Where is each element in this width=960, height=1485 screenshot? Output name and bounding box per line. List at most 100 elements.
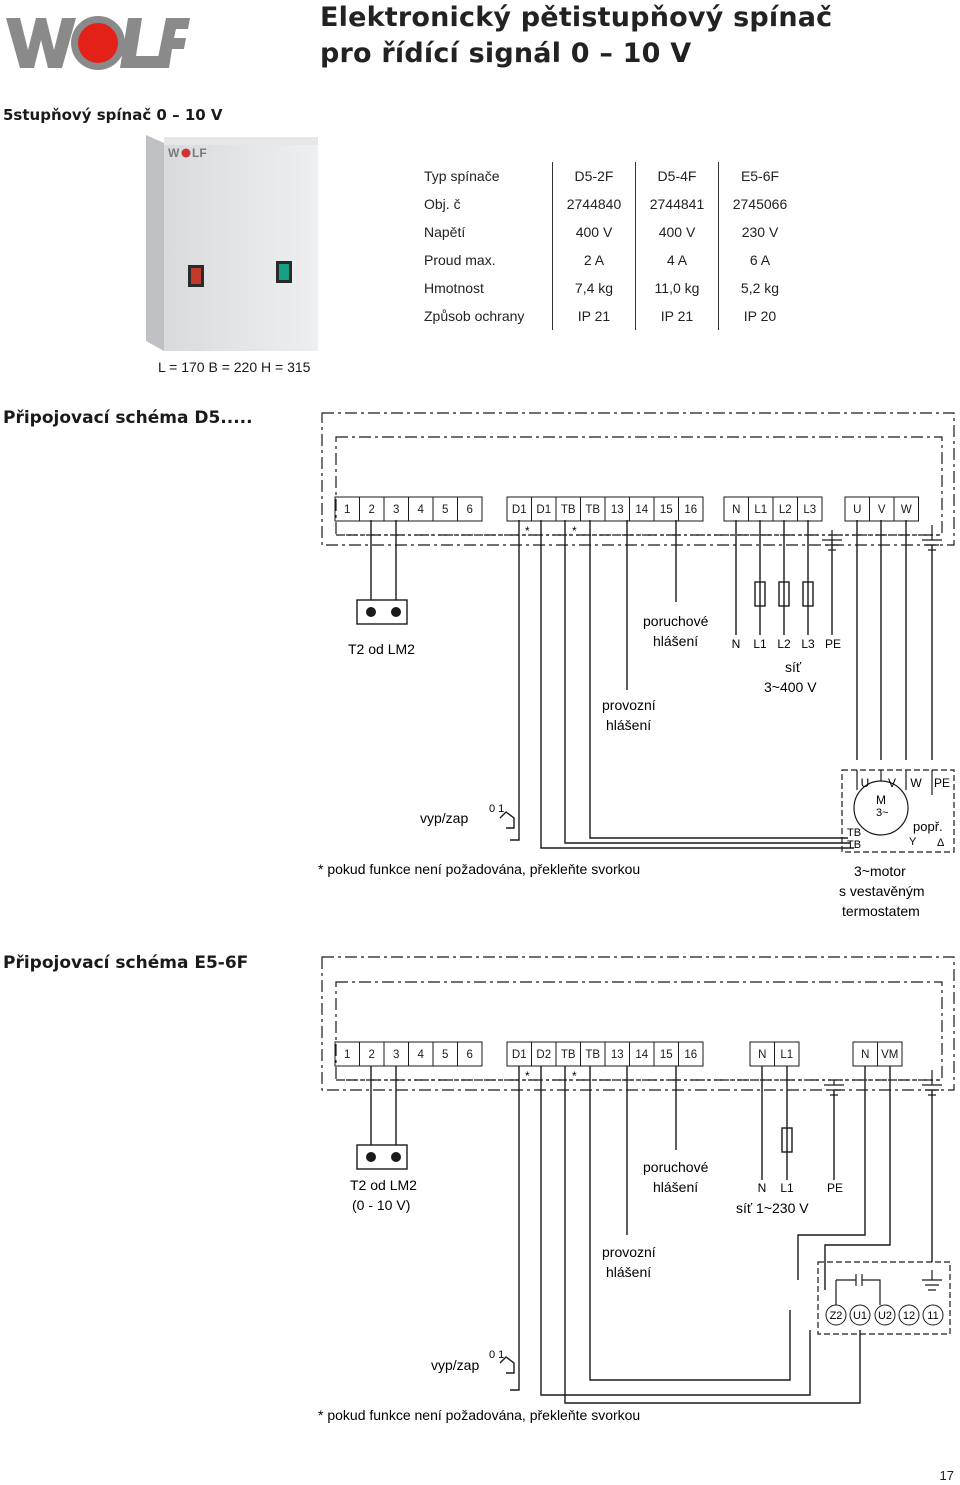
- d5-motor-delta: Δ: [937, 837, 945, 849]
- spec-value: IP 21: [635, 302, 719, 330]
- d5-motor-caption-2: s vestavěným: [839, 883, 925, 899]
- e5-terminal: 5: [442, 1049, 448, 1061]
- spec-value: IP 20: [718, 302, 801, 330]
- d5-terminal: D1: [512, 504, 527, 516]
- d5-note: * pokud funkce není požadována, překleňt…: [318, 861, 640, 877]
- d5-motor-caption-1: 3~motor: [854, 863, 906, 879]
- d5-motor-caption-3: termostatem: [842, 903, 920, 919]
- d5-mains-terminal: L2: [777, 637, 791, 651]
- spec-value: D5-4F: [635, 162, 719, 190]
- d5-star-1: *: [525, 524, 530, 538]
- spec-value: 2744840: [552, 190, 636, 218]
- e5-t2-label-1: T2 od LM2: [350, 1177, 417, 1193]
- e5-switch-pos: 0 1: [489, 1349, 504, 1361]
- page-number: 17: [939, 1468, 954, 1483]
- spec-label: Proud max.: [424, 252, 496, 268]
- e5-motor-terminal-ring: [898, 1304, 920, 1326]
- spec-value: 400 V: [635, 218, 719, 246]
- d5-motor-terminal: PE: [934, 776, 950, 790]
- spec-value: 230 V: [718, 218, 801, 246]
- e5-terminal: 3: [393, 1049, 399, 1061]
- spec-value: 400 V: [552, 218, 636, 246]
- e5-terminal: N: [861, 1049, 869, 1061]
- d5-terminal: 2: [369, 504, 375, 516]
- e5-motor-terminal: U2: [878, 1310, 892, 1322]
- e5-note: * pokud funkce není požadována, překleňt…: [318, 1407, 640, 1423]
- d5-fault-2: hlášení: [653, 633, 698, 649]
- e5-terminal: 13: [611, 1049, 624, 1061]
- spec-value: D5-2F: [552, 162, 636, 190]
- svg-text:W: W: [168, 146, 180, 160]
- spec-value: 2 A: [552, 246, 636, 274]
- d5-terminal: 1: [344, 504, 350, 516]
- e5-t2-label-2: (0 - 10 V): [352, 1197, 410, 1213]
- spec-label: Typ spínače: [424, 168, 500, 184]
- product-subtitle: 5stupňový spínač 0 – 10 V: [3, 106, 223, 124]
- schema-e5-heading: Připojovací schéma E5-6F: [3, 953, 249, 973]
- d5-terminal-box: [678, 496, 704, 522]
- spec-value: 4 A: [635, 246, 719, 274]
- e5-terminal: L1: [780, 1049, 793, 1061]
- spec-value: 11,0 kg: [635, 274, 719, 302]
- dimensions: L = 170 B = 220 H = 315: [158, 359, 311, 375]
- d5-motor-tb2: TB: [847, 839, 861, 851]
- e5-terminal: 15: [660, 1049, 673, 1061]
- e5-terminal: D1: [512, 1049, 527, 1061]
- spec-value: IP 21: [552, 302, 636, 330]
- d5-terminal: 15: [660, 504, 673, 516]
- product-photo: W LF: [146, 135, 318, 351]
- d5-terminal: N: [732, 504, 740, 516]
- d5-terminal: 3: [393, 504, 399, 516]
- d5-terminal: 16: [684, 504, 697, 516]
- spec-value: 7,4 kg: [552, 274, 636, 302]
- spec-label: Obj. č: [424, 196, 461, 212]
- title-line-2: pro řídící signál 0 – 10 V: [320, 38, 692, 69]
- d5-mains-terminal: L3: [801, 637, 815, 651]
- d5-mains-1: síť: [785, 659, 802, 675]
- e5-motor-terminal: 11: [927, 1310, 938, 1322]
- d5-motor-terminal: U: [861, 776, 870, 790]
- e5-terminal: TB: [585, 1049, 600, 1061]
- e5-terminal: D2: [536, 1049, 551, 1061]
- e5-mains-label: síť 1~230 V: [736, 1200, 809, 1216]
- wolf-logo: [6, 16, 190, 70]
- d5-terminal: D1: [536, 504, 551, 516]
- d5-mains-terminal: N: [732, 637, 741, 651]
- e5-motor-terminal: Z2: [830, 1310, 843, 1322]
- d5-star-2: *: [572, 524, 577, 538]
- d5-terminal: TB: [585, 504, 600, 516]
- e5-terminal: TB: [561, 1049, 576, 1061]
- d5-t2-label: T2 od LM2: [348, 641, 415, 657]
- e5-star-1: *: [525, 1069, 530, 1083]
- d5-terminal: L3: [803, 504, 816, 516]
- d5-terminal: L2: [779, 504, 792, 516]
- spec-value: 2744841: [635, 190, 719, 218]
- d5-terminal: V: [878, 504, 886, 516]
- d5-terminal: 6: [467, 504, 473, 516]
- e5-mains-terminal: PE: [827, 1181, 843, 1195]
- d5-motor-tb1: TB: [847, 827, 861, 839]
- e5-oper-2: hlášení: [606, 1264, 651, 1280]
- e5-oper-1: provozní: [602, 1244, 656, 1260]
- spec-label: Způsob ochrany: [424, 308, 525, 324]
- e5-motor-terminal: 12: [903, 1310, 915, 1322]
- d5-motor-m: M: [876, 793, 886, 807]
- e5-terminal-box: [678, 1041, 704, 1067]
- e5-motor-terminal: U1: [853, 1310, 867, 1322]
- d5-terminal: 14: [635, 504, 648, 516]
- e5-motor-terminal-ring: [922, 1304, 944, 1326]
- e5-terminal-box: [457, 1041, 483, 1067]
- d5-terminal: L1: [754, 504, 767, 516]
- e5-terminal: 16: [684, 1049, 697, 1061]
- d5-terminal-box: [797, 496, 823, 522]
- e5-terminal: N: [758, 1049, 766, 1061]
- d5-switch-label: vyp/zap: [420, 810, 468, 826]
- e5-motor-terminal-ring: [825, 1304, 847, 1326]
- d5-motor-terminal: W: [910, 776, 922, 790]
- spec-value: 2745066: [718, 190, 801, 218]
- d5-oper-2: hlášení: [606, 717, 651, 733]
